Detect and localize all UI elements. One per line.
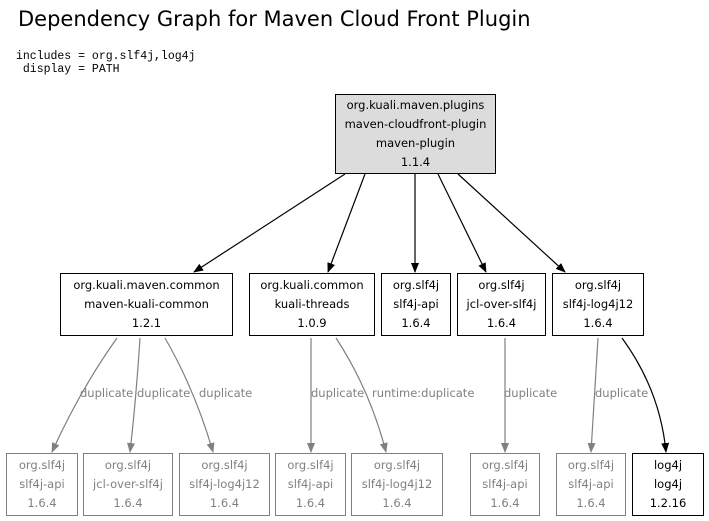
node-slf4j-log4j12[interactable]: org.slf4j slf4j-log4j12 1.6.4 <box>552 273 644 336</box>
edge-label: duplicate <box>504 386 558 400</box>
node-slf4j-api[interactable]: org.slf4j slf4j-api 1.6.4 <box>381 273 451 336</box>
edge-label: duplicate <box>311 386 365 400</box>
node-group: org.kuali.maven.plugins <box>346 98 485 112</box>
node-artifact: jcl-over-slf4j <box>466 297 537 311</box>
node-artifact: maven-kuali-common <box>84 297 209 311</box>
node-group: org.slf4j <box>481 458 529 472</box>
node-version: 1.6.4 <box>295 496 326 510</box>
node-artifact: kuali-threads <box>274 297 350 311</box>
node-group: org.slf4j <box>567 458 615 472</box>
node-artifact: jcl-over-slf4j <box>93 477 163 491</box>
edge-root-jcl-over-slf4j <box>437 173 487 273</box>
edge-log4j12-d7 <box>587 337 599 453</box>
edge-kuali-common-d1 <box>51 337 118 453</box>
node-group: org.slf4j <box>287 458 334 472</box>
node-duplicate-slf4j-log4j12[interactable]: org.slf4j slf4j-log4j12 1.6.4 <box>179 453 270 516</box>
node-log4j[interactable]: log4j log4j 1.2.16 <box>632 453 704 516</box>
edge-label: duplicate <box>137 386 191 400</box>
node-group: org.slf4j <box>373 458 421 472</box>
edge-root-kuali-common <box>193 173 346 273</box>
node-artifact: slf4j-log4j12 <box>189 477 260 491</box>
node-packaging: maven-plugin <box>375 136 456 150</box>
node-version: 1.6.4 <box>576 496 606 510</box>
node-artifact: slf4j-api <box>287 477 334 491</box>
node-version: 1.6.4 <box>490 496 520 510</box>
node-group: org.slf4j <box>574 278 622 292</box>
node-artifact: slf4j-log4j12 <box>562 297 634 311</box>
edge-kuali-common-d2 <box>127 337 141 453</box>
node-jcl-over-slf4j[interactable]: org.slf4j jcl-over-slf4j 1.6.4 <box>457 273 546 336</box>
node-version: 1.6.4 <box>113 496 143 510</box>
node-kuali-threads[interactable]: org.kuali.common kuali-threads 1.0.9 <box>249 273 375 336</box>
node-artifact: slf4j-api <box>568 477 614 491</box>
node-duplicate-slf4j-api[interactable]: org.slf4j slf4j-api 1.6.4 <box>275 453 346 516</box>
node-group: org.slf4j <box>478 278 525 292</box>
node-version: 1.6.4 <box>27 496 57 510</box>
node-duplicate-jcl-over-slf4j[interactable]: org.slf4j jcl-over-slf4j 1.6.4 <box>83 453 173 516</box>
node-artifact: slf4j-api <box>19 477 65 491</box>
node-artifact: slf4j-api <box>482 477 528 491</box>
edge-kuali-common-d3 <box>164 337 215 453</box>
node-version: 1.6.4 <box>209 496 240 510</box>
graph-parameters: includes = org.slf4j,log4j display = PAT… <box>16 50 195 76</box>
node-version: 1.2.16 <box>649 496 687 510</box>
node-group: org.slf4j <box>18 458 66 472</box>
node-group: org.slf4j <box>104 458 152 472</box>
node-version: 1.6.4 <box>486 316 517 330</box>
node-group: log4j <box>653 458 683 472</box>
node-group: org.slf4j <box>392 278 440 292</box>
graph-title: Dependency Graph for Maven Cloud Front P… <box>18 7 531 31</box>
node-root-plugin[interactable]: org.kuali.maven.plugins maven-cloudfront… <box>335 94 496 174</box>
node-version: 1.2.1 <box>131 316 162 330</box>
edge-label: duplicate <box>595 386 649 400</box>
node-version: 1.1.4 <box>400 155 431 169</box>
node-version: 1.6.4 <box>583 316 613 330</box>
includes-param: includes = org.slf4j,log4j <box>16 50 196 63</box>
node-version: 1.0.9 <box>297 316 327 330</box>
edge-label: duplicate <box>199 386 253 400</box>
node-artifact: maven-cloudfront-plugin <box>344 117 487 131</box>
node-artifact: slf4j-api <box>393 297 439 311</box>
node-group: org.slf4j <box>201 458 248 472</box>
edge-label: runtime:duplicate <box>372 386 475 400</box>
node-duplicate-slf4j-api[interactable]: org.slf4j slf4j-api 1.6.4 <box>556 453 626 516</box>
edge-log4j12-log4j <box>621 337 670 453</box>
node-group: org.kuali.common <box>260 278 364 292</box>
edge-kuali-threads-d5 <box>335 337 388 453</box>
edge-root-slf4j-log4j12 <box>457 173 566 273</box>
node-duplicate-slf4j-log4j12[interactable]: org.slf4j slf4j-log4j12 1.6.4 <box>351 453 443 516</box>
node-version: 1.6.4 <box>401 316 431 330</box>
display-param: display = PATH <box>16 63 120 76</box>
edge-root-kuali-threads <box>327 173 366 273</box>
node-artifact: log4j <box>653 477 683 491</box>
node-duplicate-slf4j-api[interactable]: org.slf4j slf4j-api 1.6.4 <box>470 453 540 516</box>
node-artifact: slf4j-log4j12 <box>361 477 433 491</box>
node-group: org.kuali.maven.common <box>73 278 220 292</box>
edge-label: duplicate <box>80 386 134 400</box>
node-maven-kuali-common[interactable]: org.kuali.maven.common maven-kuali-commo… <box>60 273 233 336</box>
node-version: 1.6.4 <box>382 496 412 510</box>
node-duplicate-slf4j-api[interactable]: org.slf4j slf4j-api 1.6.4 <box>6 453 78 516</box>
